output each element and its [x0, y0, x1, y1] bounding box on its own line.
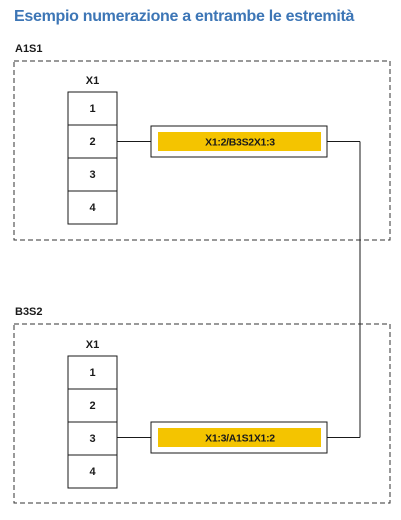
- terminal-label: 3: [89, 169, 95, 181]
- terminal-cell: [67, 421, 118, 456]
- terminal-label: 2: [89, 400, 95, 412]
- terminal-label: 4: [89, 466, 96, 478]
- terminal-cell: [67, 355, 118, 390]
- wire-marker-b3s2: X1:3/A1S1X1:2: [150, 421, 328, 454]
- group-frame-b3s2: [13, 323, 391, 504]
- group-label-a1s1: A1S1: [15, 43, 43, 55]
- wire-marker-text: X1:3/A1S1X1:2: [205, 433, 275, 445]
- terminal-cell: [67, 388, 118, 423]
- connecting-wire: [117, 141, 361, 438]
- terminal-block-a1s1: 1 2 3 4: [67, 91, 118, 225]
- group-label-b3s2: B3S2: [15, 306, 43, 318]
- terminal-cell: [67, 91, 118, 126]
- wire-marker-a1s1: X1:2/B3S2X1:3: [150, 125, 328, 158]
- group-frame-a1s1: [13, 60, 391, 241]
- terminal-cell: [67, 157, 118, 192]
- terminal-label: 4: [89, 202, 96, 214]
- terminal-cell: [67, 454, 118, 489]
- terminal-block-b3s2: 1 2 3 4: [67, 355, 118, 489]
- terminal-label: 1: [89, 103, 95, 115]
- wire-marker-text: X1:2/B3S2X1:3: [205, 137, 275, 149]
- terminal-label: 2: [89, 136, 95, 148]
- terminal-block-header-a1s1: X1: [86, 75, 99, 87]
- terminal-cell: [67, 190, 118, 225]
- page-title: Esempio numerazione a entrambe le estrem…: [14, 8, 355, 25]
- terminal-block-header-b3s2: X1: [86, 339, 99, 351]
- terminal-label: 1: [89, 367, 95, 379]
- terminal-label: 3: [89, 433, 95, 445]
